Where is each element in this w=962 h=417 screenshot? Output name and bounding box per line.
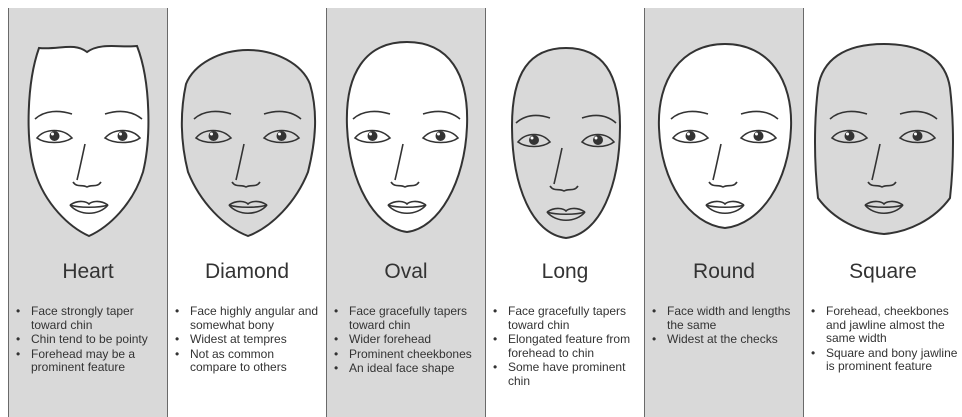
feature-item: Face gracefully tapers toward chin bbox=[333, 305, 481, 332]
face-outline bbox=[659, 44, 791, 228]
heart-face-illustration bbox=[9, 22, 168, 252]
panel-square: Square Forehead, cheekbones and jawline … bbox=[804, 8, 962, 417]
feature-item: Prominent cheekbones bbox=[333, 348, 481, 362]
feature-item: Wider forehead bbox=[333, 333, 481, 347]
face-outline bbox=[512, 48, 620, 238]
shape-name-heart: Heart bbox=[9, 260, 167, 284]
feature-list-square: Forehead, cheekbones and jawline almost … bbox=[810, 305, 958, 375]
feature-item: Some have prominent chin bbox=[492, 361, 640, 388]
feature-item: Forehead, cheekbones and jawline almost … bbox=[810, 305, 958, 346]
shape-name-round: Round bbox=[645, 260, 803, 284]
oval-face-illustration bbox=[327, 22, 486, 252]
diamond-face-illustration bbox=[168, 22, 327, 252]
panel-diamond: Diamond Face highly angular and somewhat… bbox=[168, 8, 327, 417]
feature-item: Elongated feature from forehead to chin bbox=[492, 333, 640, 360]
feature-item: Not as common compare to others bbox=[174, 348, 322, 375]
shape-name-long: Long bbox=[486, 260, 644, 284]
face-shapes-chart: Heart Face strongly taper toward chin Ch… bbox=[8, 8, 962, 417]
shape-name-oval: Oval bbox=[327, 260, 485, 284]
feature-item: Widest at the checks bbox=[651, 333, 799, 347]
feature-list-long: Face gracefully tapers toward chin Elong… bbox=[492, 305, 640, 389]
feature-item: Widest at tempres bbox=[174, 333, 322, 347]
shape-name-square: Square bbox=[804, 260, 962, 284]
feature-list-diamond: Face highly angular and somewhat bony Wi… bbox=[174, 305, 322, 376]
shape-name-diamond: Diamond bbox=[168, 260, 326, 284]
panel-round: Round Face width and lengths the same Wi… bbox=[645, 8, 804, 417]
feature-list-heart: Face strongly taper toward chin Chin ten… bbox=[15, 305, 163, 376]
feature-item: An ideal face shape bbox=[333, 362, 481, 376]
panel-oval: Oval Face gracefully tapers toward chin … bbox=[327, 8, 486, 417]
feature-list-round: Face width and lengths the same Widest a… bbox=[651, 305, 799, 348]
feature-item: Square and bony jawline is prominent fea… bbox=[810, 347, 958, 374]
square-face-illustration bbox=[804, 22, 962, 252]
feature-item: Forehead may be a prominent feature bbox=[15, 348, 163, 375]
round-face-illustration bbox=[645, 22, 804, 252]
feature-item: Face gracefully tapers toward chin bbox=[492, 305, 640, 332]
feature-item: Chin tend to be pointy bbox=[15, 333, 163, 347]
feature-item: Face strongly taper toward chin bbox=[15, 305, 163, 332]
face-outline bbox=[182, 50, 315, 236]
long-face-illustration bbox=[486, 22, 645, 252]
feature-item: Face highly angular and somewhat bony bbox=[174, 305, 322, 332]
feature-item: Face width and lengths the same bbox=[651, 305, 799, 332]
feature-list-oval: Face gracefully tapers toward chin Wider… bbox=[333, 305, 481, 377]
panel-long: Long Face gracefully tapers toward chin … bbox=[486, 8, 645, 417]
panel-heart: Heart Face strongly taper toward chin Ch… bbox=[9, 8, 168, 417]
